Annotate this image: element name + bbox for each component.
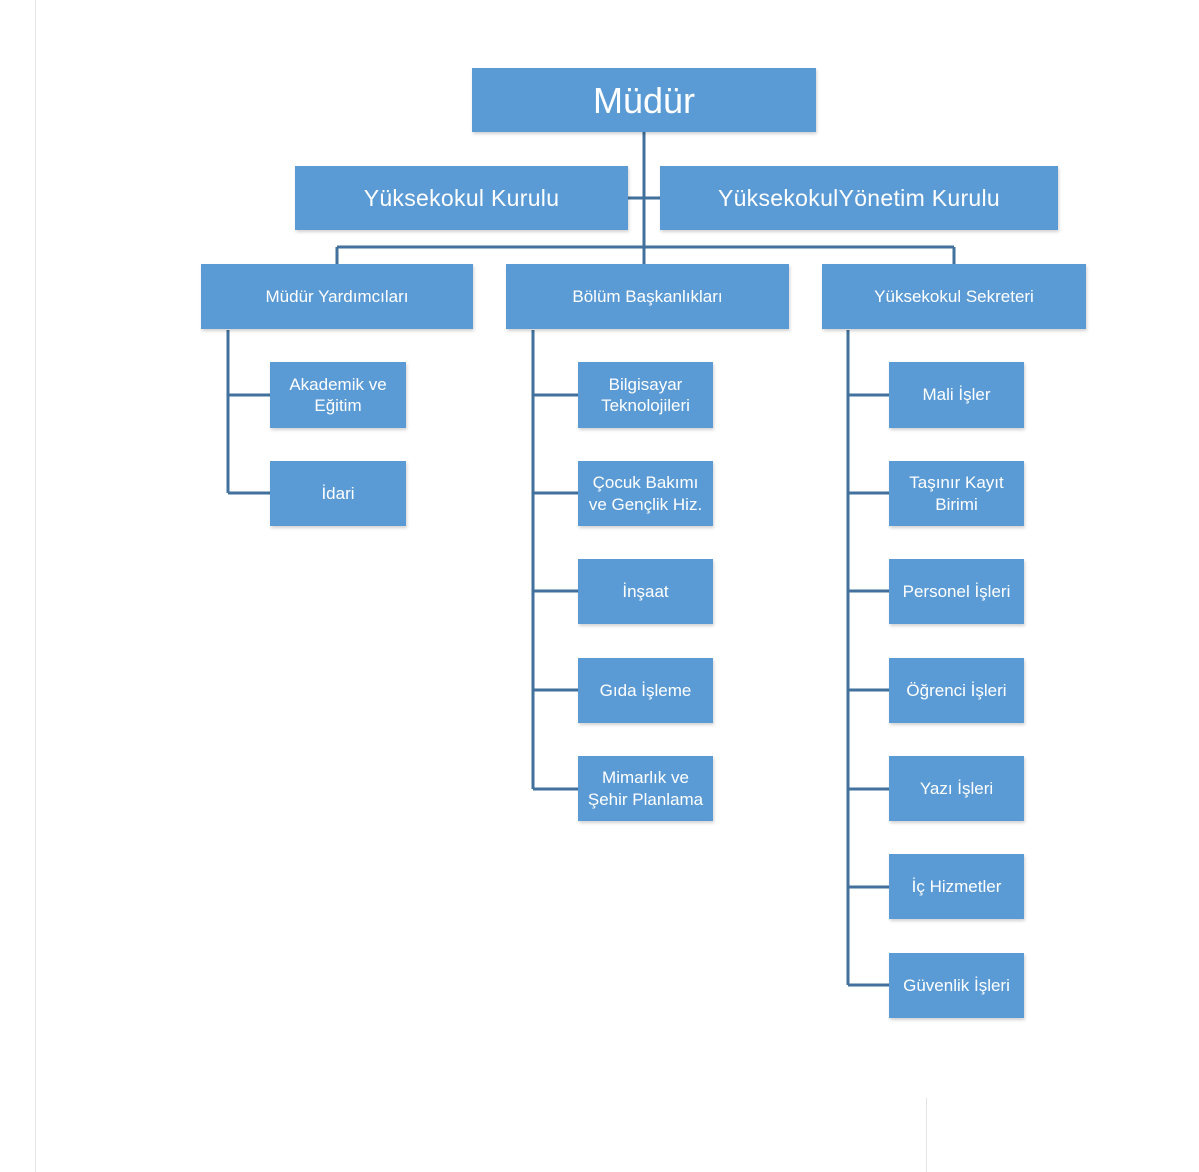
unit-box: İdari xyxy=(270,461,406,526)
unit-box: Güvenlik İşleri xyxy=(889,953,1024,1018)
root-box-mudur: Müdür xyxy=(472,68,816,132)
board-box-yuksekokul-kurulu: Yüksekokul Kurulu xyxy=(295,166,628,230)
unit-box: İç Hizmetler xyxy=(889,854,1024,919)
unit-box: Taşınır Kayıt Birimi xyxy=(889,461,1024,526)
board-box-yonetim-kurulu: YüksekokulYönetim Kurulu xyxy=(660,166,1058,230)
unit-box: Öğrenci İşleri xyxy=(889,658,1024,723)
unit-box: Akademik ve Eğitim xyxy=(270,362,406,428)
unit-box: Mali İşler xyxy=(889,362,1024,428)
unit-box: Bilgisayar Teknolojileri xyxy=(578,362,713,428)
page-edge-left xyxy=(35,0,36,1172)
unit-box: Gıda İşleme xyxy=(578,658,713,723)
unit-box: Yazı İşleri xyxy=(889,756,1024,821)
unit-box: Mimarlık ve Şehir Planlama xyxy=(578,756,713,821)
unit-box: Personel İşleri xyxy=(889,559,1024,624)
unit-box: İnşaat xyxy=(578,559,713,624)
unit-box: Çocuk Bakımı ve Gençlik Hiz. xyxy=(578,461,713,526)
branch-box-bolum-baskanliklari: Bölüm Başkanlıkları xyxy=(506,264,789,329)
page-edge-right xyxy=(926,1098,927,1172)
branch-box-mudur-yardimcilari: Müdür Yardımcıları xyxy=(201,264,473,329)
branch-box-yuksekokul-sekreteri: Yüksekokul Sekreteri xyxy=(822,264,1086,329)
